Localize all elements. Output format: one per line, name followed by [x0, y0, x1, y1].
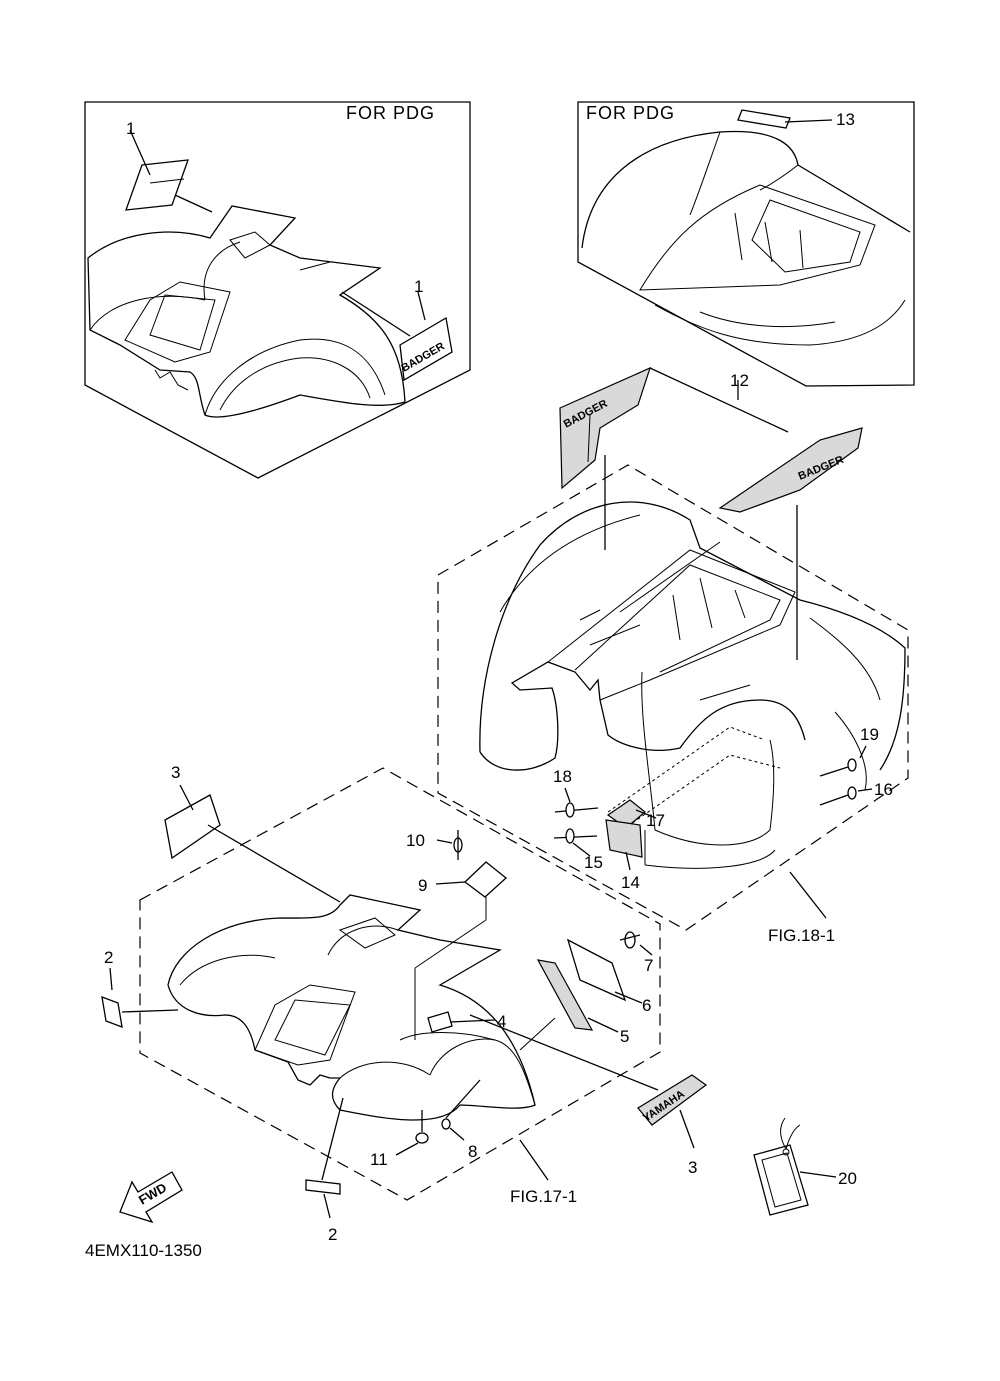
washer-11: 11 [370, 1110, 429, 1169]
callout-13: 13 [836, 110, 855, 129]
callout-18: 18 [553, 767, 572, 786]
front-detail-header: FOR PDG [346, 103, 435, 123]
emblem-3-left: 3 [164, 763, 341, 903]
rear-fender-assembly: BADGER BADGER 12 [437, 366, 909, 945]
rivet-10: 10 [406, 830, 463, 860]
gasket-5: 5 [519, 959, 629, 1051]
emblem-1-top: 1 [125, 119, 213, 213]
callout-14: 14 [621, 873, 640, 892]
callout-9: 9 [418, 876, 427, 895]
front-detail-box: FOR PDG 1 BADGER 1 [84, 101, 471, 479]
callout-3-left: 3 [171, 763, 180, 782]
callout-8: 8 [468, 1142, 477, 1161]
emblem-3-yamaha: YAMAHA 3 [469, 1014, 708, 1177]
fig-ref-18-1: FIG.18-1 [768, 926, 835, 945]
tag-20: 20 [753, 1117, 857, 1216]
callout-19: 19 [860, 725, 879, 744]
rear-side-emblem-left: BADGER [559, 366, 651, 490]
plate-6: 6 [566, 938, 651, 1015]
drawing-code: 4EMX110-1350 [85, 1241, 202, 1260]
emblem-2-bottom: 2 [305, 1097, 344, 1244]
callout-4: 4 [497, 1012, 506, 1031]
callout-17: 17 [646, 811, 665, 830]
emblem-2-left: 2 [101, 948, 179, 1029]
callout-1-badger: 1 [414, 277, 423, 296]
rear-fender-detail-drawing [581, 130, 911, 346]
emblem-13: 13 [737, 109, 855, 129]
front-fender-detail-drawing [87, 205, 406, 418]
front-fender-drawing [167, 894, 536, 1121]
callout-2-left: 2 [104, 948, 113, 967]
fwd-arrow-icon: FWD [119, 1171, 183, 1224]
fig-ref-17-1: FIG.17-1 [510, 1187, 577, 1206]
callout-3-right: 3 [688, 1158, 697, 1177]
callout-5: 5 [620, 1027, 629, 1046]
emblem-4: 4 [427, 1011, 506, 1033]
callout-20: 20 [838, 1169, 857, 1188]
rear-detail-box: FOR PDG 13 [577, 101, 915, 387]
washer-16: 16 [819, 780, 893, 806]
callout-7: 7 [644, 956, 653, 975]
callout-2-bottom: 2 [328, 1225, 337, 1244]
callout-12: 12 [730, 371, 749, 390]
callout-11: 11 [370, 1150, 388, 1169]
plate-14: 14 [605, 819, 643, 892]
emblem-1-badger: BADGER 1 [341, 277, 453, 382]
rivet-15: 15 [553, 828, 603, 872]
callout-1-top: 1 [126, 119, 135, 138]
fwd-label: FWD [136, 1180, 169, 1208]
rivet-18: 18 [553, 767, 599, 818]
rear-side-emblem-right: BADGER [718, 427, 863, 513]
washer-19: 19 [819, 725, 879, 777]
callout-10: 10 [406, 831, 425, 850]
callout-15: 15 [584, 853, 603, 872]
washer-8: 8 [441, 1079, 481, 1161]
rivet-7: 7 [619, 931, 653, 975]
callout-6: 6 [642, 996, 651, 1015]
plate-9: 9 [414, 861, 508, 1040]
callout-16: 16 [874, 780, 893, 799]
rear-detail-header: FOR PDG [586, 103, 675, 123]
rear-fender-drawing [479, 501, 906, 869]
